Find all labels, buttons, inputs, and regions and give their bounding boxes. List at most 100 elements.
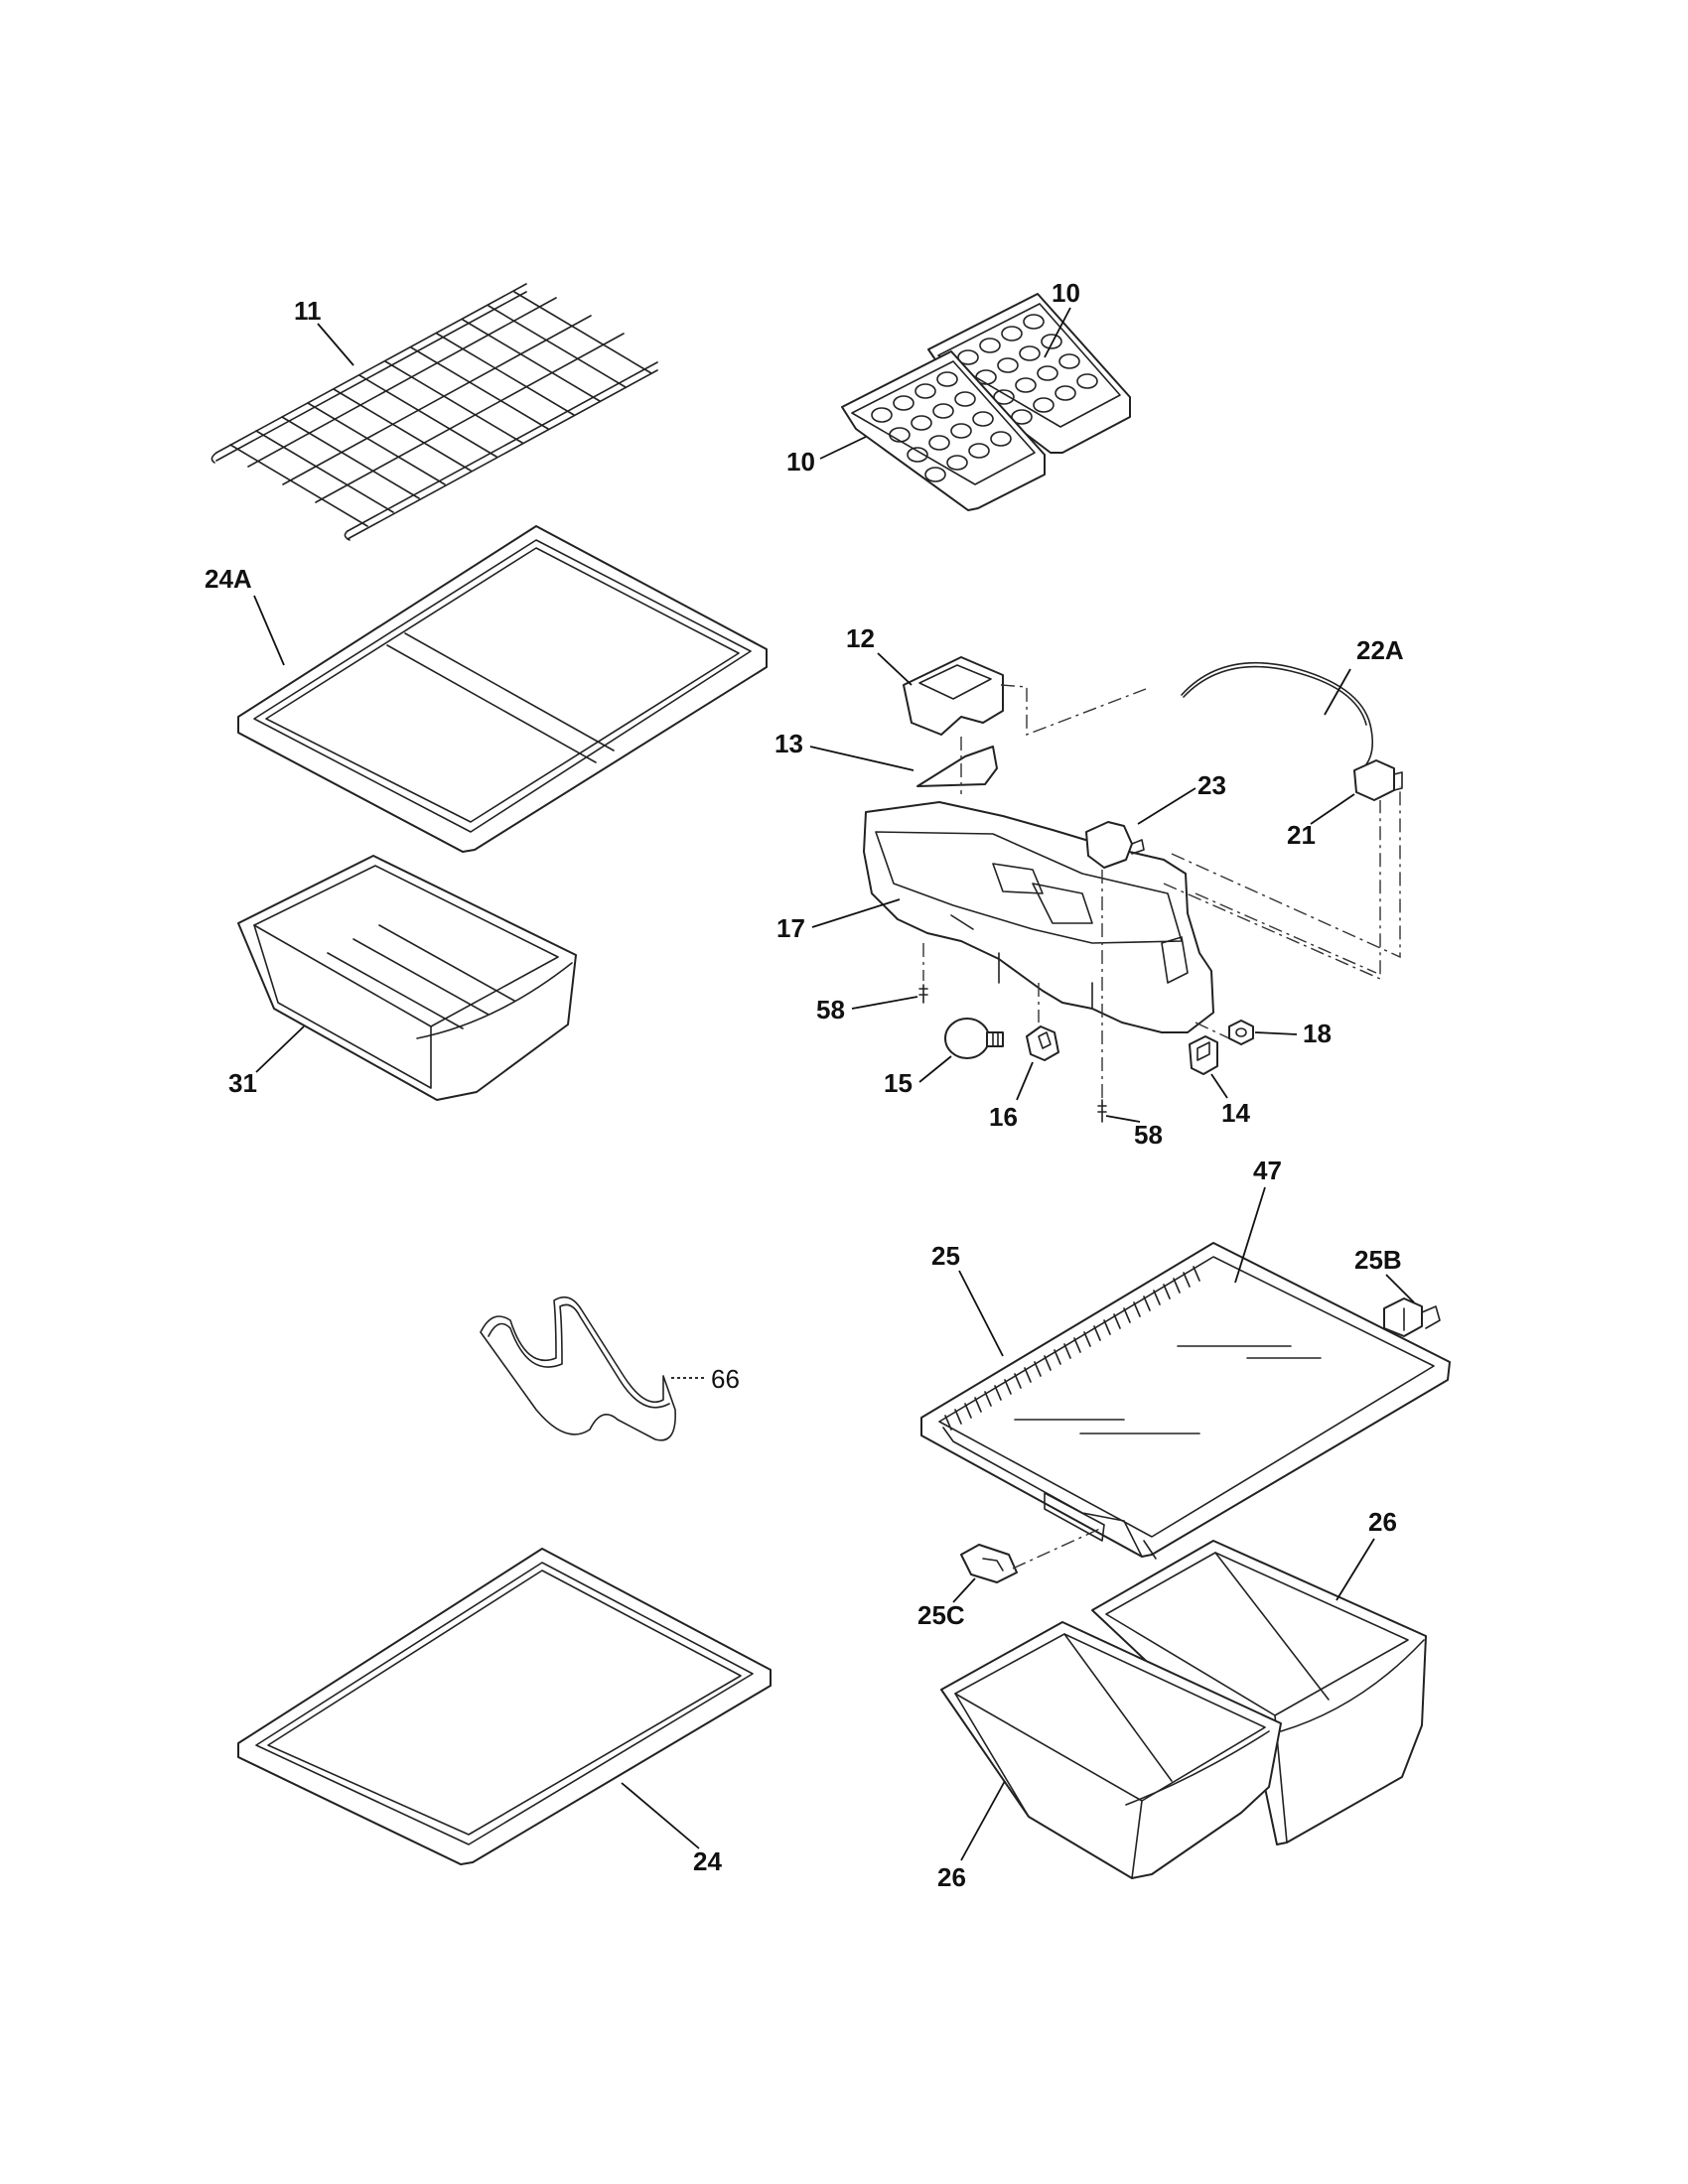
leader-line-12	[877, 652, 913, 686]
leader-line-10-bottom	[819, 436, 867, 460]
callout-24A: 24A	[205, 564, 285, 666]
callout-11: 11	[294, 296, 354, 366]
leader-line-47	[1234, 1186, 1266, 1284]
control-part-23	[1085, 821, 1145, 869]
callout-label-26-top: 26	[1368, 1507, 1397, 1537]
assembly-guide-lines	[922, 684, 1401, 1102]
callout-label-14: 14	[1221, 1098, 1250, 1128]
leader-dash-25C	[1012, 1526, 1105, 1570]
glass-shelf-part-24A	[237, 525, 768, 853]
callout-15: 15	[884, 1055, 952, 1098]
pan-part-31	[237, 855, 577, 1101]
guide-part-12	[903, 656, 1004, 736]
wire-shelf-part-11	[211, 283, 658, 541]
leader-line-16	[1016, 1061, 1034, 1101]
callout-25: 25	[931, 1241, 1004, 1357]
leader-line-23	[1137, 787, 1196, 825]
callout-label-25C: 25C	[917, 1600, 965, 1630]
callout-66: 66	[671, 1364, 740, 1394]
connector-part-21	[1353, 759, 1403, 801]
leader-line-13	[809, 746, 914, 771]
button-part-18	[1228, 1020, 1254, 1045]
callout-10-bottom: 10	[786, 436, 867, 477]
callout-14: 14	[1210, 1073, 1250, 1128]
callout-label-58-left: 58	[816, 995, 845, 1024]
callout-47: 47	[1234, 1156, 1282, 1284]
callout-label-47: 47	[1253, 1156, 1282, 1185]
light-bulb-part-15	[944, 1018, 1004, 1059]
callout-label-25B: 25B	[1354, 1245, 1402, 1275]
callout-label-26-bottom: 26	[937, 1862, 966, 1892]
glass-insert-part-47	[1014, 1345, 1322, 1434]
callout-label-10-top: 10	[1052, 278, 1080, 308]
callout-label-31: 31	[228, 1068, 257, 1098]
callout-12: 12	[846, 623, 913, 686]
callout-label-24: 24	[693, 1846, 722, 1876]
leader-line-10-top	[1044, 307, 1071, 358]
switch-part-14	[1189, 1035, 1218, 1075]
leader-line-25B	[1385, 1274, 1415, 1303]
callout-label-23: 23	[1197, 770, 1226, 800]
callout-31: 31	[228, 1025, 305, 1098]
screw-part-58-right	[1097, 1099, 1107, 1123]
callout-25B: 25B	[1354, 1245, 1415, 1303]
callout-label-13: 13	[774, 729, 803, 758]
callout-26-top: 26	[1336, 1507, 1397, 1601]
crisper-drawer-right-part-26	[1091, 1540, 1427, 1845]
leader-line-31	[255, 1025, 305, 1073]
callout-label-22A: 22A	[1356, 635, 1404, 665]
callout-21: 21	[1287, 793, 1355, 850]
leader-line-26-bottom	[960, 1780, 1006, 1861]
leader-line-25C	[952, 1577, 976, 1603]
callout-label-12: 12	[846, 623, 875, 653]
cover-housing-part-17	[863, 801, 1214, 1033]
callout-17: 17	[776, 898, 901, 943]
callout-label-21: 21	[1287, 820, 1316, 850]
leader-line-18	[1254, 1031, 1298, 1035]
clip-part-25B	[1383, 1297, 1441, 1337]
leader-line-24	[621, 1782, 700, 1849]
callout-13: 13	[774, 729, 914, 771]
leader-line-17	[811, 898, 901, 928]
callout-58-left: 58	[816, 995, 918, 1024]
leader-line-15	[918, 1055, 952, 1083]
crisper-drawer-left-part-26	[940, 1621, 1282, 1879]
callout-25C: 25C	[917, 1526, 1105, 1630]
light-socket-part-16	[1026, 1025, 1059, 1061]
callout-label-25: 25	[931, 1241, 960, 1271]
callout-16: 16	[989, 1061, 1034, 1132]
callout-26-bottom: 26	[937, 1780, 1006, 1892]
callout-label-15: 15	[884, 1068, 913, 1098]
ice-tray-upper-part-10	[927, 293, 1131, 454]
callout-label-58-right: 58	[1134, 1120, 1163, 1150]
leader-line-25	[958, 1270, 1004, 1357]
callout-23: 23	[1137, 770, 1226, 825]
callout-label-17: 17	[776, 913, 805, 943]
callout-label-11: 11	[294, 296, 322, 326]
leader-line-14	[1210, 1073, 1228, 1099]
leader-line-11	[317, 323, 354, 366]
callout-label-16: 16	[989, 1102, 1018, 1132]
callout-label-18: 18	[1303, 1019, 1332, 1048]
bottle-holder-part-66	[480, 1296, 676, 1441]
clip-part-25C	[960, 1544, 1018, 1583]
callout-label-10-bottom: 10	[786, 447, 815, 477]
callout-58-right: 58	[1105, 1115, 1163, 1150]
ice-tray-lower-part-10	[841, 350, 1046, 511]
screw-part-58-left	[918, 984, 928, 1004]
leader-line-26-top	[1336, 1538, 1375, 1601]
glass-shelf-part-24	[237, 1548, 772, 1865]
crisper-cover-part-25	[920, 1242, 1451, 1560]
leader-line-22A	[1324, 668, 1351, 716]
leader-line-58-right	[1105, 1115, 1141, 1123]
callout-18: 18	[1254, 1019, 1332, 1048]
callout-label-66: 66	[711, 1364, 740, 1394]
leader-line-24A	[253, 595, 285, 666]
deflector-part-13	[916, 746, 998, 787]
wire-harness-part-22A	[1181, 661, 1374, 765]
callout-24: 24	[621, 1782, 722, 1876]
callout-label-24A: 24A	[205, 564, 252, 594]
callout-10-top: 10	[1044, 278, 1080, 358]
leader-line-58-left	[851, 996, 918, 1010]
